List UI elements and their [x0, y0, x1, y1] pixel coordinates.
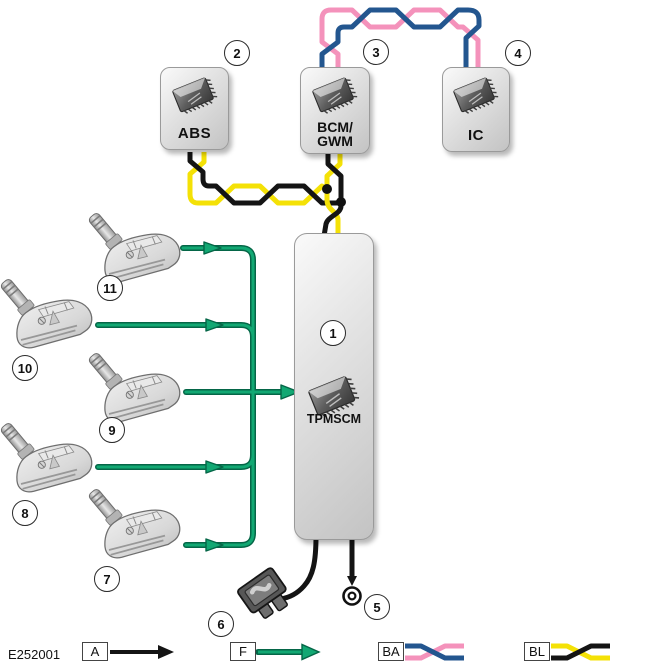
- tpms-sensor-icon: [0, 275, 93, 349]
- callout-sensor-10: 10: [12, 355, 38, 381]
- green-arrow-icon: [205, 318, 224, 332]
- rf-arrowheads: [203, 241, 300, 552]
- legend-key-bl: BL: [524, 642, 550, 661]
- green-arrow-icon: [205, 538, 224, 552]
- legend-key-ba: BA: [378, 642, 404, 661]
- bus-wire-yellow: [324, 152, 343, 236]
- green-arrow-icon: [205, 460, 224, 474]
- module-bcm-gwm: BCM/GWM: [300, 67, 370, 154]
- tpms-sensor-icon: [85, 349, 181, 423]
- figure-id: E252001: [8, 647, 61, 662]
- callout-ic: 4: [505, 40, 531, 66]
- tpms-sensor-icon: [85, 209, 181, 283]
- junction-dot: [322, 184, 332, 194]
- module-abs: ABS: [160, 67, 229, 150]
- tpms-sensor-icon: [85, 485, 181, 559]
- chip-icon: [452, 75, 501, 117]
- junction-dot: [336, 197, 346, 207]
- power-wire-to-fuse: [277, 533, 319, 602]
- module-bcm-gwm-label-line2: GWM: [317, 133, 353, 150]
- module-bcm-gwm-label-line1: BCM/: [317, 118, 353, 135]
- twisted-pair-black-yellow-bus: [187, 152, 346, 237]
- twisted-pair-black-yellow-icon: [551, 643, 610, 661]
- module-tpmscm-label: TPMSCM: [306, 412, 362, 426]
- bus-wire-yellow: [187, 152, 329, 206]
- callout-ground: 5: [364, 594, 390, 620]
- callout-abs: 2: [224, 40, 250, 66]
- tpms-sensor-icon: [0, 419, 93, 493]
- bus-wire-black: [321, 152, 344, 237]
- chip-icon: [311, 75, 360, 117]
- legend-key-a: A: [82, 642, 108, 661]
- bus-wire-pink: [319, 7, 481, 69]
- callout-tpmscm: 1: [320, 320, 346, 346]
- chip-icon: [171, 75, 219, 117]
- ground-eyelet-icon: [342, 586, 362, 606]
- callout-sensor-11: 11: [97, 275, 123, 301]
- callout-fuse: 6: [208, 611, 234, 637]
- twisted-pair-pink-blue-icon: [405, 643, 464, 661]
- bus-wire-blue: [319, 7, 482, 69]
- green-arrow-icon: [203, 241, 222, 255]
- rf-signal-network: [98, 241, 300, 552]
- module-abs-label: ABS: [177, 125, 212, 142]
- ground-wire-arrow: [347, 576, 357, 586]
- bus-wire-black: [187, 152, 342, 206]
- callout-sensor-7: 7: [94, 566, 120, 592]
- twisted-pair-pink-blue-bus: [319, 7, 482, 69]
- black-arrow-icon: [110, 645, 174, 659]
- power-ground-wires: [277, 533, 355, 602]
- callout-bcm-gwm: 3: [363, 39, 389, 65]
- green-arrow-icon: [256, 643, 321, 661]
- green-arrow-icon: [280, 384, 300, 400]
- module-tpmscm: TPMSCM: [294, 233, 374, 540]
- fuse-icon: [237, 567, 288, 619]
- legend-key-f: F: [230, 642, 256, 661]
- callout-sensor-9: 9: [99, 417, 125, 443]
- module-ic: IC: [442, 67, 510, 152]
- module-ic-label: IC: [468, 127, 484, 144]
- module-bcm-gwm-label: BCM/GWM: [301, 118, 369, 150]
- callout-sensor-8: 8: [12, 500, 38, 526]
